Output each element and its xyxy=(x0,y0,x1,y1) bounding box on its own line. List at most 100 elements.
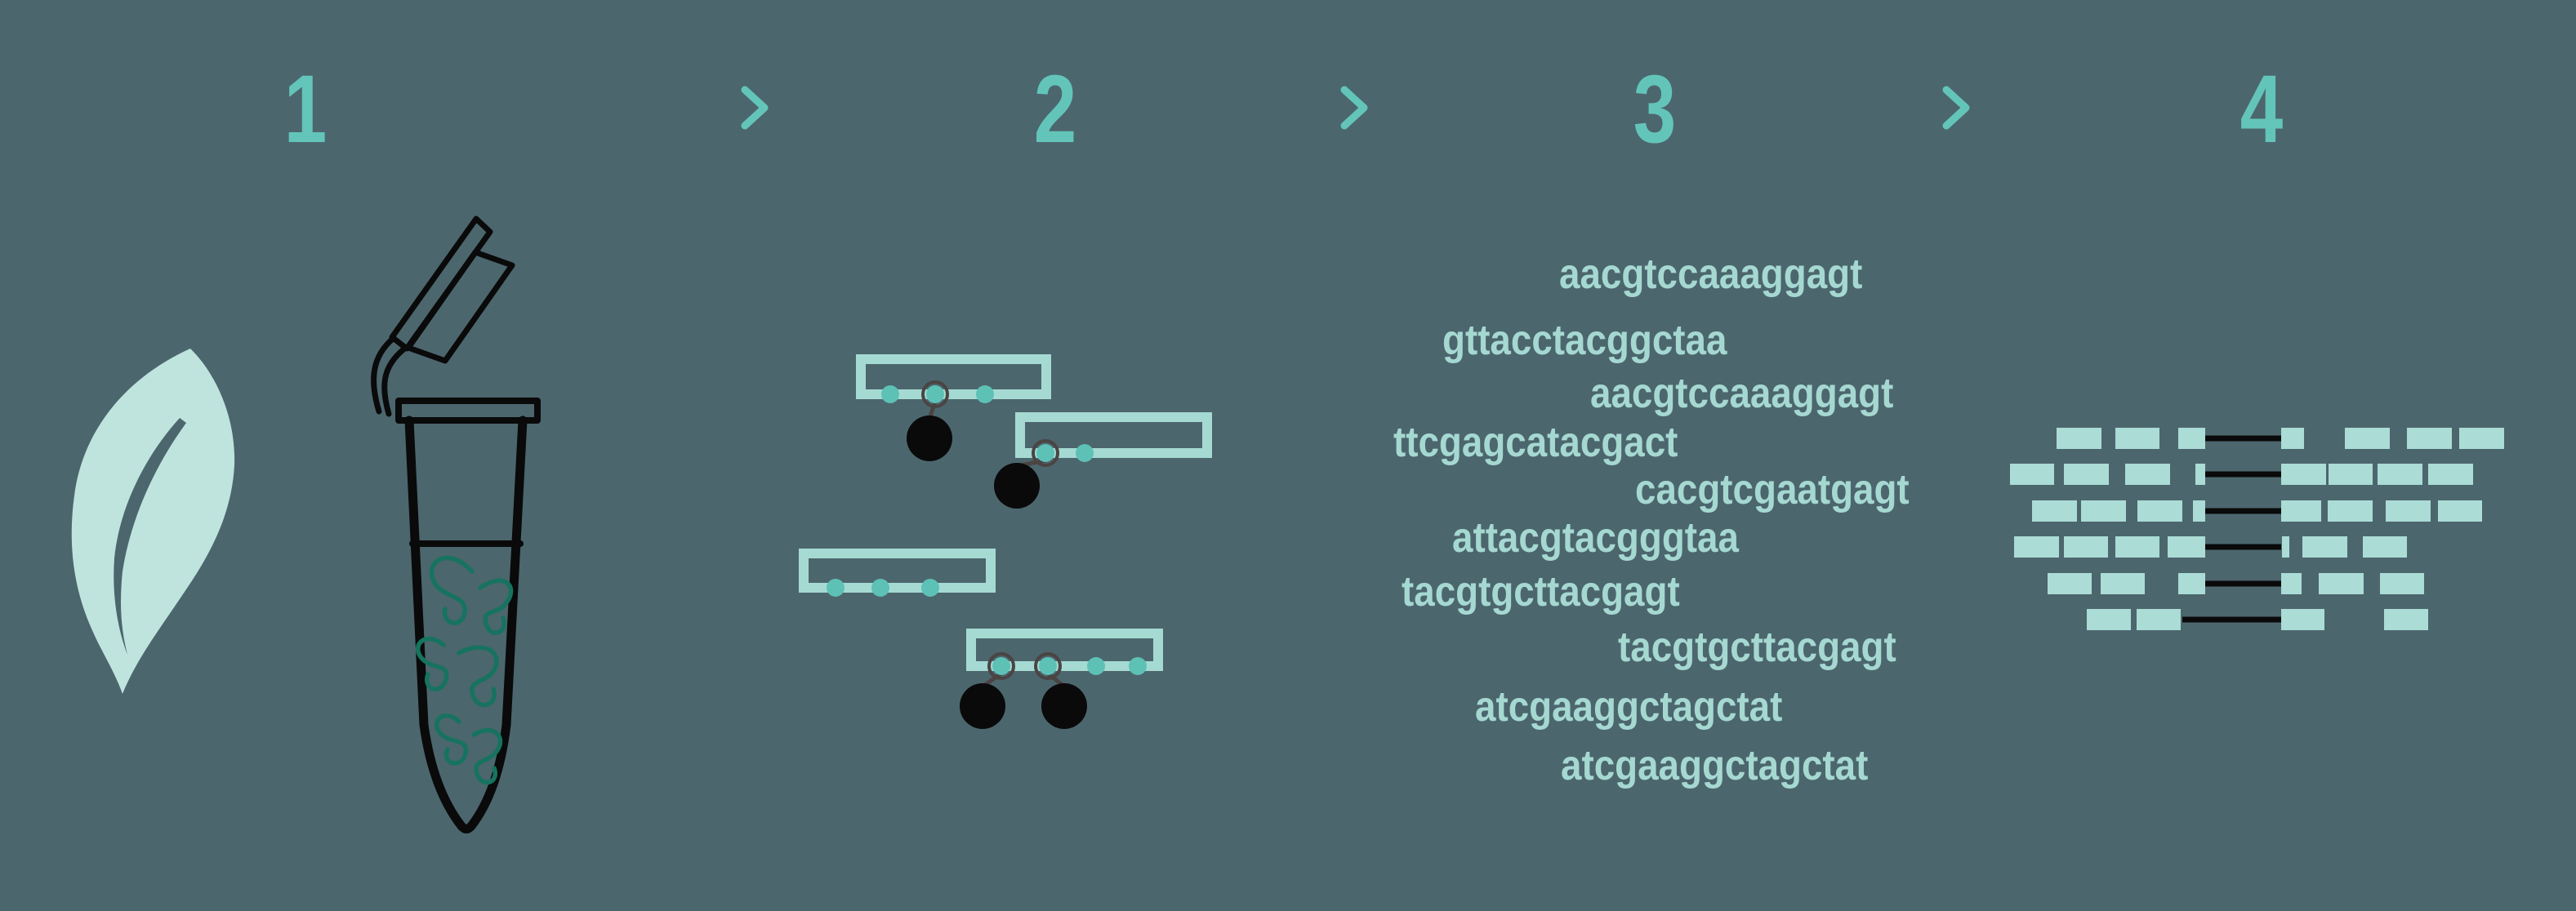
assembly-brick xyxy=(2125,464,2170,485)
assembly-brick xyxy=(2193,500,2205,522)
assembly-brick xyxy=(2168,536,2205,558)
assembly-brick xyxy=(2057,428,2101,449)
assembly-brick xyxy=(2101,573,2145,594)
assembly-row xyxy=(2048,573,2424,594)
assembly-brick xyxy=(2081,500,2126,522)
assembly-brick xyxy=(2384,609,2428,630)
assembly-brick xyxy=(2345,428,2390,449)
methyl-ring xyxy=(1032,439,1059,467)
assembly-brick xyxy=(2386,500,2431,522)
assembly-brick xyxy=(2363,536,2407,558)
sequence-read: atcgaaggctagctat xyxy=(1561,742,1869,789)
assembly-brick xyxy=(2064,536,2108,558)
assembly-brick xyxy=(2459,428,2504,449)
base-dot xyxy=(976,385,994,403)
assembly-row xyxy=(2014,536,2407,558)
base-dot xyxy=(1076,444,1094,462)
methyl-ring xyxy=(1034,652,1062,680)
tube-rim xyxy=(395,398,541,424)
barcode-circle xyxy=(1041,683,1087,729)
sequence-read: cacgtcgaatgagt xyxy=(1635,466,1910,513)
base-dot xyxy=(1087,657,1105,675)
fragment xyxy=(960,629,1163,729)
tube-lid-lip xyxy=(389,216,493,352)
assembly-brick xyxy=(2195,464,2205,485)
assembly-brick xyxy=(2032,500,2077,522)
genome-assembly-figure xyxy=(2010,428,2504,630)
fragment xyxy=(799,549,996,597)
microcentrifuge-tube-icon xyxy=(371,216,541,833)
base-dot xyxy=(926,385,944,403)
barcode-circle xyxy=(994,463,1040,509)
assembly-row xyxy=(2087,609,2428,630)
base-dot xyxy=(827,579,845,597)
methyl-ring xyxy=(921,380,949,408)
leaf-icon xyxy=(71,349,235,694)
sequence-read: aacgtccaaaggagt xyxy=(1590,370,1894,417)
dna-fragments-figure xyxy=(799,354,1212,729)
assembly-row xyxy=(2010,464,2473,485)
step-number-4: 4 xyxy=(2240,56,2284,163)
barcode-circle xyxy=(907,416,952,461)
sequence-read: gttacctacggctaa xyxy=(1442,317,1727,364)
assembly-brick xyxy=(2378,464,2422,485)
tube-lid-hinge xyxy=(371,335,397,415)
chevron-right-icon xyxy=(1340,86,1368,130)
assembly-brick xyxy=(2282,536,2289,558)
assembly-brick xyxy=(2428,464,2473,485)
base-dot xyxy=(881,385,899,403)
base-dot xyxy=(921,579,939,597)
methyl-ring xyxy=(987,652,1015,680)
base-dot xyxy=(992,657,1010,675)
dna-strands xyxy=(415,555,514,785)
assembly-row xyxy=(2057,428,2504,449)
assembly-brick xyxy=(2137,609,2181,630)
tube-lid-body xyxy=(405,249,515,364)
tube-lid-hinge-inner xyxy=(381,346,407,417)
assembly-brick xyxy=(2281,573,2302,594)
base-dot xyxy=(1129,657,1147,675)
assembly-brick xyxy=(2014,536,2059,558)
assembly-brick xyxy=(2302,536,2347,558)
assembly-brick xyxy=(2048,573,2092,594)
fragment xyxy=(856,354,1051,461)
assembly-brick xyxy=(2328,500,2373,522)
assembly-brick xyxy=(2329,464,2373,485)
sequence-read: tacgtgcttacgagt xyxy=(1618,624,1896,671)
assembly-brick xyxy=(2407,428,2452,449)
assembly-brick xyxy=(2137,500,2182,522)
fragment-rect xyxy=(799,549,996,593)
assembly-brick xyxy=(2115,536,2159,558)
assembly-brick xyxy=(2115,428,2159,449)
fragment xyxy=(994,412,1212,509)
assembly-brick xyxy=(2010,464,2054,485)
fragment-rect xyxy=(966,629,1163,671)
sequence-read: tacgtgcttacgagt xyxy=(1402,568,1680,615)
base-dot xyxy=(1039,657,1057,675)
fragment-rect xyxy=(1015,412,1212,458)
chevron-right-icon xyxy=(741,86,769,130)
barcode-circle xyxy=(960,683,1005,729)
assembly-brick xyxy=(2281,609,2324,630)
assembly-brick xyxy=(2087,609,2131,630)
sequence-read: attacgtacgggtaa xyxy=(1452,514,1739,562)
leaf-vein xyxy=(114,418,186,655)
sequence-read: atcgaaggctagctat xyxy=(1475,683,1783,731)
assembly-brick xyxy=(2281,500,2321,522)
assembly-brick xyxy=(2178,428,2205,449)
step-number-1: 1 xyxy=(283,56,328,163)
step-number-2: 2 xyxy=(1033,56,1077,163)
assembly-brick xyxy=(2380,573,2424,594)
assembly-brick xyxy=(2178,573,2205,594)
assembly-brick xyxy=(2281,428,2304,449)
step-number-3: 3 xyxy=(1633,56,1677,163)
sequence-read: ttcgagcatacgact xyxy=(1393,419,1678,466)
base-dot xyxy=(871,579,889,597)
assembly-row xyxy=(2032,500,2482,522)
chevron-right-icon xyxy=(1942,86,1970,130)
assembly-brick xyxy=(2064,464,2109,485)
base-dot xyxy=(1036,444,1054,462)
assembly-brick xyxy=(2319,573,2364,594)
